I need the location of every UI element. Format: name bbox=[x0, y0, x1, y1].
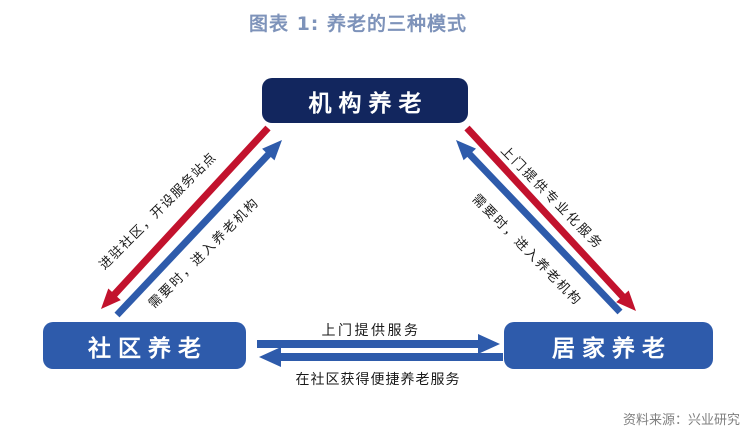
arrow-community-to-institution-blue bbox=[114, 140, 282, 318]
node-institution-label: 机构养老 bbox=[308, 89, 429, 117]
edge-label-home-to-community: 在社区获得便捷养老服务 bbox=[295, 372, 461, 388]
node-home-label: 居家养老 bbox=[552, 334, 672, 362]
edge-label-community-to-home: 上门提供服务 bbox=[321, 323, 421, 339]
node-institution-care: 机构养老 bbox=[262, 78, 468, 123]
arrow-community-to-home-blue bbox=[257, 334, 500, 354]
arrow-home-to-community-blue bbox=[259, 347, 503, 367]
arrow-home-to-institution-blue bbox=[456, 140, 623, 315]
figure-title: 图表 1: 养老的三种模式 bbox=[248, 13, 468, 35]
arrow-institution-to-community-red bbox=[101, 125, 271, 309]
source-note: 资料来源：兴业研究 bbox=[622, 413, 740, 428]
node-home-care: 居家养老 bbox=[504, 322, 713, 369]
arrow-institution-to-home-red bbox=[464, 125, 636, 311]
node-community-label: 社区养老 bbox=[88, 334, 208, 362]
node-community-care: 社区养老 bbox=[43, 322, 246, 369]
